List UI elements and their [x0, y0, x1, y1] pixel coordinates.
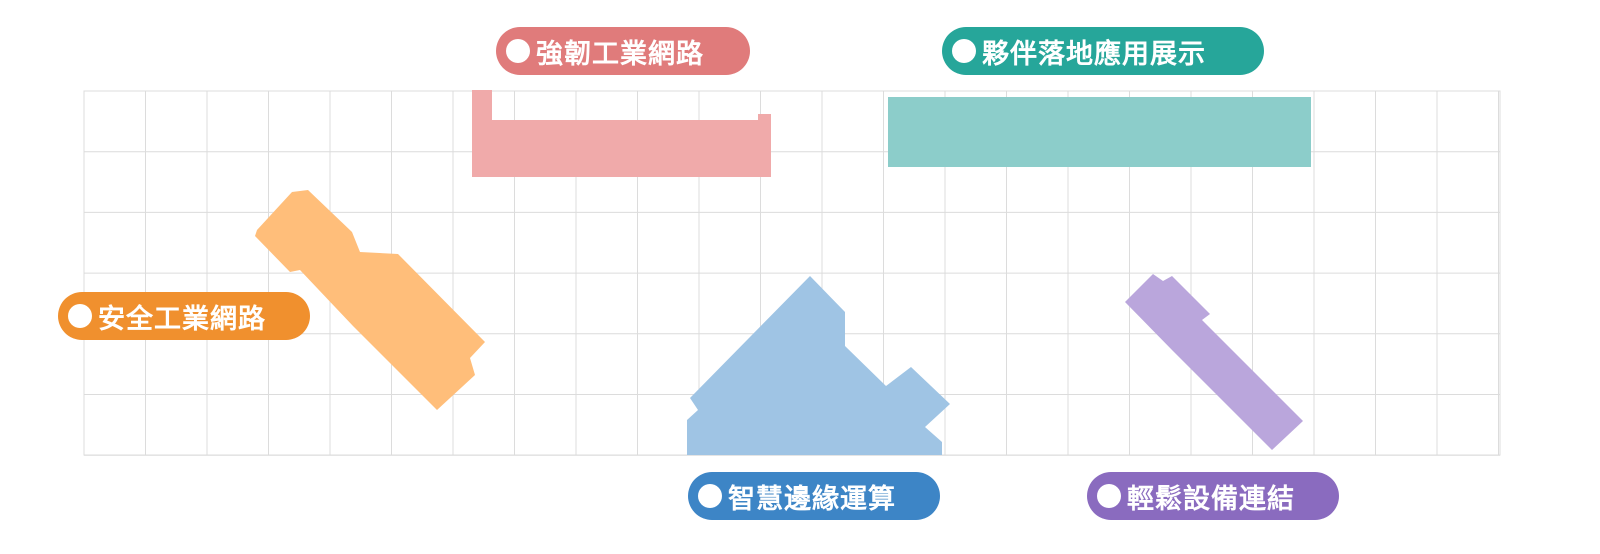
label-text: 輕鬆設備連結: [1127, 483, 1295, 515]
label-resilient-network: 強韌工業網路: [496, 27, 750, 75]
label-partner-showcase: 夥伴落地應用展示: [942, 27, 1264, 75]
label-text: 夥伴落地應用展示: [982, 38, 1206, 70]
bullet-dot-icon: [68, 304, 92, 328]
bullet-dot-icon: [698, 484, 722, 508]
bullet-dot-icon: [952, 39, 976, 63]
zone-edge-computing: [687, 276, 950, 455]
zone-resilient-network: [472, 90, 771, 177]
label-text: 智慧邊緣運算: [728, 483, 896, 515]
label-device-connection: 輕鬆設備連結: [1087, 472, 1339, 520]
bullet-dot-icon: [506, 39, 530, 63]
zone-secure-network: [255, 190, 485, 410]
label-text: 安全工業網路: [98, 303, 266, 335]
bullet-dot-icon: [1097, 484, 1121, 508]
zone-partner-showcase: [888, 97, 1311, 167]
label-secure-network: 安全工業網路: [58, 292, 310, 340]
label-text: 強韌工業網路: [536, 38, 704, 70]
label-edge-computing: 智慧邊緣運算: [688, 472, 940, 520]
zone-device-connection: [1125, 274, 1303, 450]
